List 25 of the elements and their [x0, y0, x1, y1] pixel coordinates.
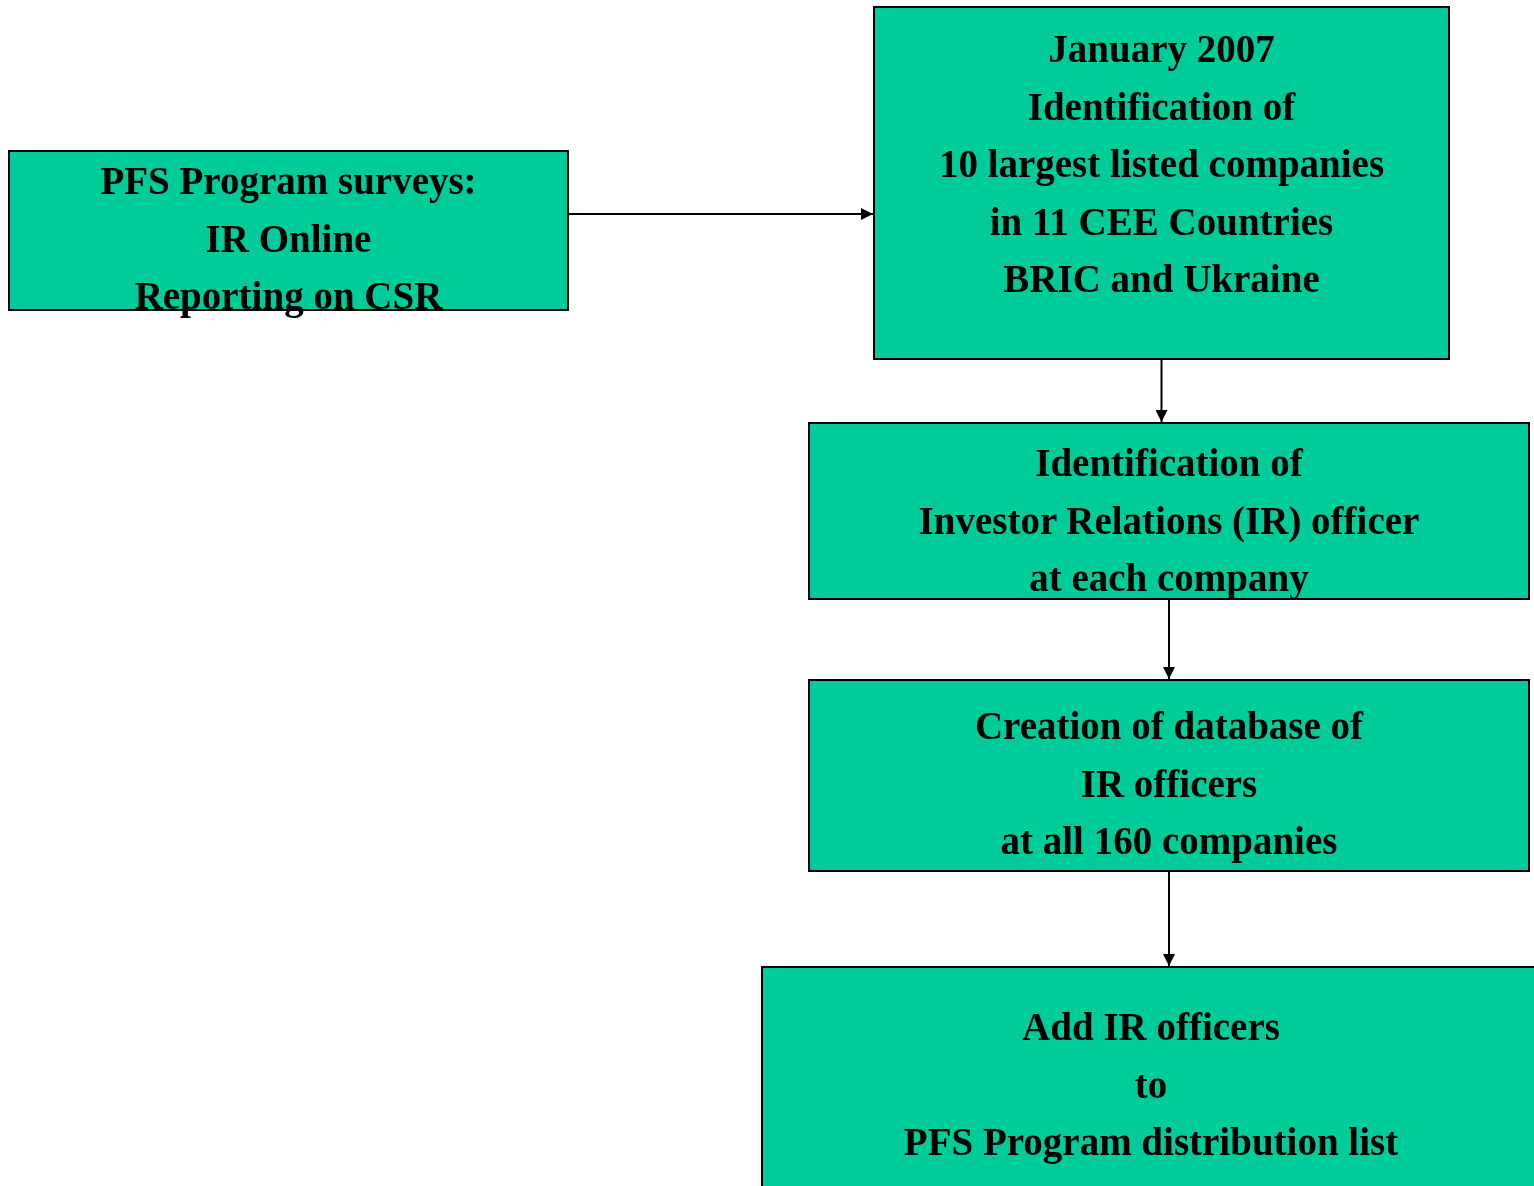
box-text: January 2007 — [1048, 26, 1275, 73]
process-box — [761, 966, 1534, 1186]
arrow — [1163, 599, 1175, 680]
box-text: Creation of database of — [974, 703, 1364, 749]
box-text: to — [1134, 1061, 1168, 1108]
box-text: at all 160 companies — [1000, 818, 1338, 865]
process-box — [808, 679, 1530, 872]
arrow — [1155, 359, 1168, 423]
arrow — [568, 208, 874, 220]
box-text: PFS Program surveys: — [100, 158, 477, 205]
process-box — [873, 6, 1450, 360]
box-text: at each company — [1029, 555, 1309, 601]
box-text: IR officers — [1080, 760, 1258, 807]
box-text: Reporting on CSR — [134, 273, 443, 320]
box-text: Investor Relations (IR) officer — [918, 497, 1420, 545]
box-text: 10 largest listed companies — [938, 141, 1385, 188]
box-text: BRIC and Ukraine — [1003, 256, 1320, 302]
box-text: PFS Program distribution list — [903, 1119, 1399, 1166]
box-text: Identification of — [1035, 440, 1303, 486]
box-text: Add IR officers — [1022, 1004, 1280, 1050]
box-text: Identification of — [1027, 83, 1296, 130]
box-text: IR Online — [205, 215, 372, 262]
box-text: in 11 CEE Countries — [989, 198, 1334, 245]
process-box — [808, 422, 1530, 600]
arrow — [1163, 871, 1175, 967]
